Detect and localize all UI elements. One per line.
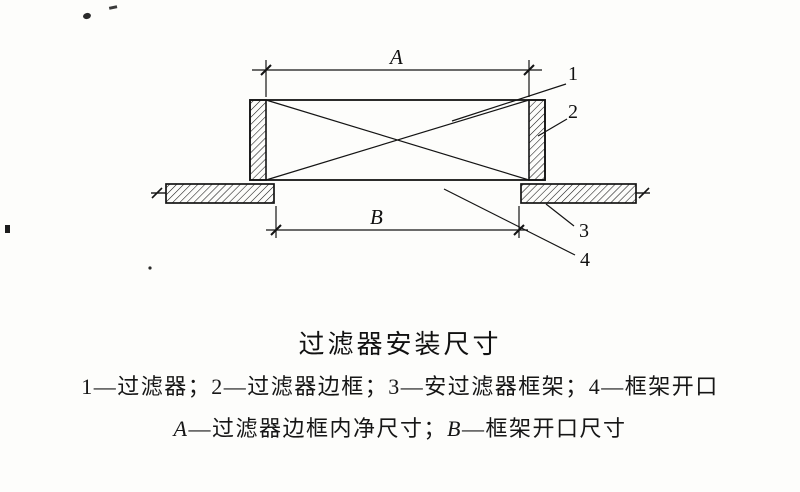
scan-artifacts [5,5,152,270]
legend-dim-a-letter: A [173,416,189,441]
part-label-4: 4 [580,249,590,271]
dim-b-label: B [370,205,383,229]
part-label-3: 3 [579,220,589,242]
leader-part-4 [443,188,576,256]
frame-bar-left [165,183,275,204]
part-label-2: 2 [568,101,578,123]
figure-title: 过滤器安装尺寸 [298,330,502,359]
dim-a-tick-left [260,64,272,76]
filter-installation-diagram: A B [5,5,650,271]
dimension-a [252,60,542,97]
filter-edge-frame-left [249,99,267,181]
leader-part-2 [537,118,568,137]
dimension-b [266,206,528,238]
frame-break-tick-left [151,187,163,199]
legend-dim-b-desc: —框架开口尺寸 [461,416,627,441]
filter-edge-frame-right [528,99,546,181]
dim-b-tick-right [513,224,525,236]
frame-break-tick-right [638,187,650,199]
frame-bar-right [520,183,637,204]
dim-a-label: A [388,45,403,69]
dim-a-tick-right [523,64,535,76]
legend-dim-b-letter: B [447,416,462,441]
filter-assembly [249,99,546,181]
leader-lines [443,83,576,256]
legend-dimensions: A—过滤器边框内净尺寸；B—框架开口尺寸 [0,411,800,443]
dim-b-tick-left [270,224,282,236]
legend-parts: 1—过滤器；2—过滤器边框；3—安过滤器框架；4—框架开口 [81,374,719,399]
frame-bars [151,183,650,204]
filter-cross-diagonal-2 [265,99,530,181]
part-label-1: 1 [568,63,578,85]
leader-part-1 [451,83,567,122]
legend-dim-a-desc: —过滤器边框内净尺寸； [188,416,447,441]
leader-part-3 [545,203,575,227]
